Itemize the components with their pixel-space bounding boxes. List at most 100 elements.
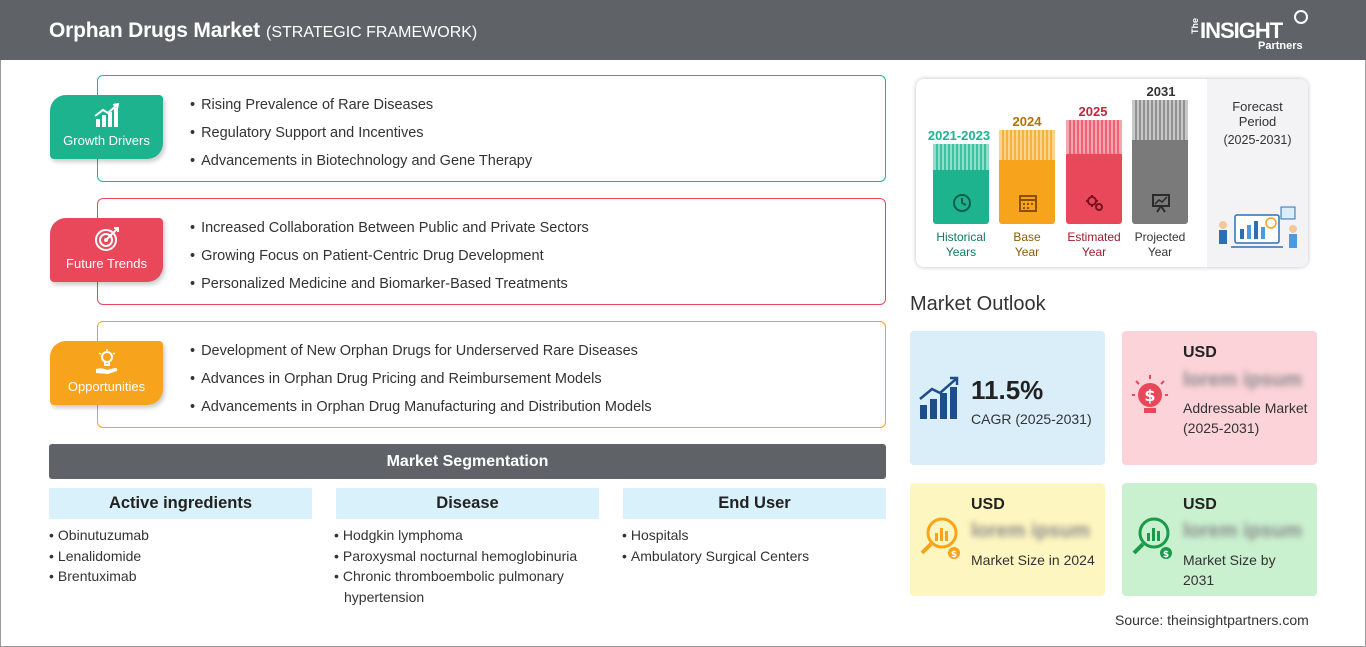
growth-drivers-badge: Growth Drivers	[50, 95, 163, 159]
size-2024-usd: USD	[971, 496, 1005, 513]
segment-heading-disease: Disease	[336, 488, 599, 519]
magnifier-chart-icon: $	[1132, 517, 1172, 560]
addressable-value: lorem ipsum	[1183, 369, 1302, 391]
list-item: Ambulatory Surgical Centers	[620, 546, 880, 567]
addressable-market-card: $ USD lorem ipsum Addressable Market (20…	[1122, 331, 1317, 465]
opportunities-badge: Opportunities	[50, 341, 163, 405]
size-2024-label: Market Size in 2024	[971, 552, 1095, 568]
insight-partners-logo: The INSIGHT Partners	[1190, 10, 1310, 54]
addressable-usd: USD	[1183, 344, 1217, 361]
year-label-base: 2024	[1012, 114, 1042, 129]
bar-hatch	[1066, 120, 1122, 154]
list-item: Chronic thromboembolic pulmonary hyperte…	[332, 566, 598, 607]
year-label-projected: 2031	[1146, 84, 1176, 99]
caption-line: Year	[1014, 245, 1040, 259]
list-item: Obinutuzumab	[47, 525, 307, 546]
list-item: Brentuximab	[47, 566, 307, 587]
logo-insight: INSIGHT	[1200, 18, 1283, 43]
segment-heading-active-ingredients: Active ingredients	[49, 488, 312, 519]
growth-bars-icon	[919, 376, 959, 419]
presentation-icon	[1152, 194, 1170, 213]
list-item: Regulatory Support and Incentives	[190, 124, 532, 152]
size-2031-usd: USD	[1183, 496, 1217, 513]
caption-line: Projected	[1134, 230, 1186, 244]
future-trends-list: Increased Collaboration Between Public a…	[190, 219, 589, 303]
caption-projected: Projected Year	[1120, 230, 1200, 260]
list-item: Hospitals	[620, 525, 880, 546]
size-2024-value: lorem ipsum	[971, 520, 1090, 542]
svg-text:$: $	[951, 550, 957, 560]
caption-line: Estimated	[1067, 230, 1121, 244]
cagr-label: CAGR (2025-2031)	[971, 411, 1092, 427]
lightbulb-hand-icon	[96, 349, 118, 374]
market-size-2024-card: $ USD lorem ipsum Market Size in 2024	[910, 483, 1105, 596]
future-trends-badge: Future Trends	[50, 218, 163, 282]
forecast-range: (2025-2031)	[1223, 133, 1292, 147]
opportunities-box: Development of New Orphan Drugs for Unde…	[97, 321, 886, 428]
caption-line: Years	[945, 245, 977, 259]
badge-label: Opportunities	[67, 379, 146, 394]
logo-the: The	[1190, 18, 1200, 35]
bar-hatch	[999, 130, 1055, 160]
page-title: Orphan Drugs Market	[49, 19, 260, 42]
logo-ring-icon	[1294, 10, 1308, 24]
cagr-card: 11.5% CAGR (2025-2031)	[910, 331, 1105, 465]
growth-chart-icon	[94, 103, 120, 127]
caption-base: Base Year	[987, 230, 1067, 260]
addressable-label: Addressable Market (2025-2031)	[1183, 400, 1308, 436]
caption-historical: Historical Years	[921, 230, 1001, 260]
bar-projected	[1132, 100, 1188, 224]
opportunities-list: Development of New Orphan Drugs for Unde…	[190, 342, 652, 426]
list-item: Growing Focus on Patient-Centric Drug De…	[190, 247, 589, 275]
list-item: Advancements in Biotechnology and Gene T…	[190, 152, 532, 180]
badge-label: Growth Drivers	[63, 133, 150, 148]
disease-list: Hodgkin lymphoma Paroxysmal nocturnal he…	[332, 525, 598, 607]
caption-line: Year	[1147, 245, 1173, 259]
active-ingredients-list: Obinutuzumab Lenalidomide Brentuximab	[47, 525, 307, 587]
end-user-list: Hospitals Ambulatory Surgical Centers	[620, 525, 880, 566]
list-item: Development of New Orphan Drugs for Unde…	[190, 342, 652, 370]
segment-heading-end-user: End User	[623, 488, 886, 519]
caption-line: Historical	[936, 230, 986, 244]
svg-text:$: $	[1144, 386, 1155, 405]
svg-text:$: $	[1163, 550, 1169, 560]
market-segmentation-title: Market Segmentation	[49, 444, 886, 479]
caption-estimated: Estimated Year	[1054, 230, 1134, 260]
future-trends-box: Increased Collaboration Between Public a…	[97, 198, 886, 305]
list-item: Personalized Medicine and Biomarker-Base…	[190, 275, 589, 303]
source-note: Source: theinsightpartners.com	[1115, 612, 1309, 628]
analytics-people-icon	[1219, 206, 1297, 248]
list-item: Increased Collaboration Between Public a…	[190, 219, 589, 247]
caption-line: Year	[1081, 245, 1107, 259]
bar-base	[999, 130, 1055, 224]
year-label-estimated: 2025	[1078, 104, 1108, 119]
gears-icon	[1086, 195, 1103, 211]
market-size-2031-card: $ USD lorem ipsum Market Size by 2031	[1122, 483, 1317, 596]
market-outlook-title: Market Outlook	[910, 293, 1046, 315]
page-subtitle: (STRATEGIC FRAMEWORK)	[266, 24, 478, 41]
bar-hatch	[1132, 100, 1188, 140]
header-bar: Orphan Drugs Market (STRATEGIC FRAMEWORK…	[0, 0, 1366, 60]
forecast-title-line: Period	[1238, 114, 1277, 129]
badge-label: Future Trends	[66, 256, 147, 271]
history-icon	[953, 194, 971, 212]
forecast-title: Forecast Period	[1207, 99, 1308, 129]
dollar-bulb-icon: $	[1132, 375, 1168, 413]
bar-hatch	[933, 144, 989, 170]
forecast-title-line: Forecast	[1232, 99, 1283, 114]
magnifier-chart-icon: $	[920, 517, 960, 560]
list-item: Advances in Orphan Drug Pricing and Reim…	[190, 370, 652, 398]
caption-line: Base	[1013, 230, 1041, 244]
cagr-value: 11.5%	[971, 375, 1044, 405]
growth-drivers-box: Rising Prevalence of Rare Diseases Regul…	[97, 75, 886, 182]
timeline-card: 2021-2023 Historical Years 2024	[916, 79, 1308, 267]
forecast-panel: Forecast Period (2025-2031)	[1207, 79, 1308, 267]
list-item: Lenalidomide	[47, 546, 307, 567]
size-2031-value: lorem ipsum	[1183, 520, 1302, 542]
year-label-historical: 2021-2023	[927, 128, 991, 143]
bar-historical	[933, 144, 989, 224]
list-item: Advancements in Orphan Drug Manufacturin…	[190, 398, 652, 426]
bar-estimated	[1066, 120, 1122, 224]
list-item: Rising Prevalence of Rare Diseases	[190, 96, 532, 124]
target-icon	[95, 227, 119, 251]
